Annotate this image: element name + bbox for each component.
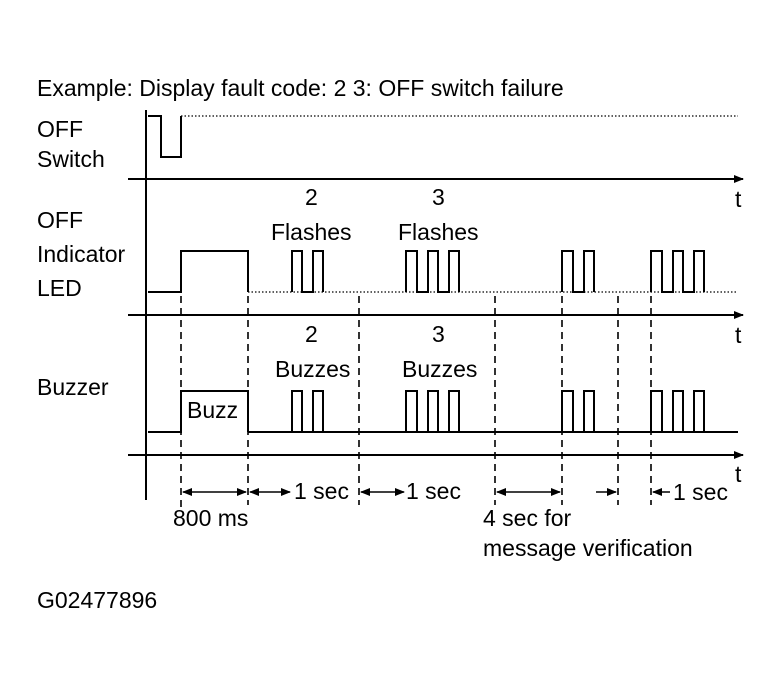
buzz-group-3-count: 3: [432, 321, 445, 347]
led-flash-repeat-3: [650, 250, 705, 293]
timing-1sec-b: 1 sec: [406, 478, 461, 504]
buzz-repeat-3: [650, 390, 705, 433]
diagram-title: Example: Display fault code: 2 3: OFF sw…: [37, 75, 564, 101]
off-led-label-line3: LED: [37, 275, 82, 301]
led-group-2-count: 2: [305, 184, 318, 210]
led-flash-group-3: [405, 250, 460, 293]
led-group-3-count: 3: [432, 184, 445, 210]
t-label-buzzer: t: [735, 461, 742, 487]
off-switch-label-line2: Switch: [37, 146, 105, 172]
led-group-3-label: Flashes: [398, 219, 479, 245]
timing-1sec-c: 1 sec: [673, 479, 728, 505]
buzz-group-2: [291, 390, 324, 433]
buzz-box-label: Buzz: [187, 397, 238, 423]
off-switch-waveform: [148, 115, 182, 158]
figure-id: G02477896: [37, 587, 157, 613]
led-group-2-label: Flashes: [271, 219, 352, 245]
t-label-switch: t: [735, 186, 742, 212]
timing-4sec-line2: message verification: [483, 535, 693, 561]
t-label-led: t: [735, 322, 742, 348]
off-led-label: OFF Indicator LED: [37, 207, 126, 301]
buzz-group-2-count: 2: [305, 321, 318, 347]
buzzer-label: Buzzer: [37, 374, 109, 400]
off-switch-label: OFF Switch: [37, 116, 105, 172]
timing-4sec-line1: 4 sec for: [483, 505, 572, 531]
off-led-label-line2: Indicator: [37, 241, 126, 267]
timing-800ms: 800 ms: [173, 505, 248, 531]
off-switch-label-line1: OFF: [37, 116, 83, 142]
timing-1sec-a: 1 sec: [294, 478, 349, 504]
led-waveform-800ms: [148, 250, 249, 293]
buzz-group-3: [405, 390, 460, 433]
buzz-group-2-label: Buzzes: [275, 356, 350, 382]
led-flash-repeat-2: [561, 250, 595, 293]
buzz-group-3-label: Buzzes: [402, 356, 477, 382]
led-flash-group-2: [291, 250, 324, 293]
off-led-label-line1: OFF: [37, 207, 83, 233]
buzz-repeat-2: [561, 390, 595, 433]
